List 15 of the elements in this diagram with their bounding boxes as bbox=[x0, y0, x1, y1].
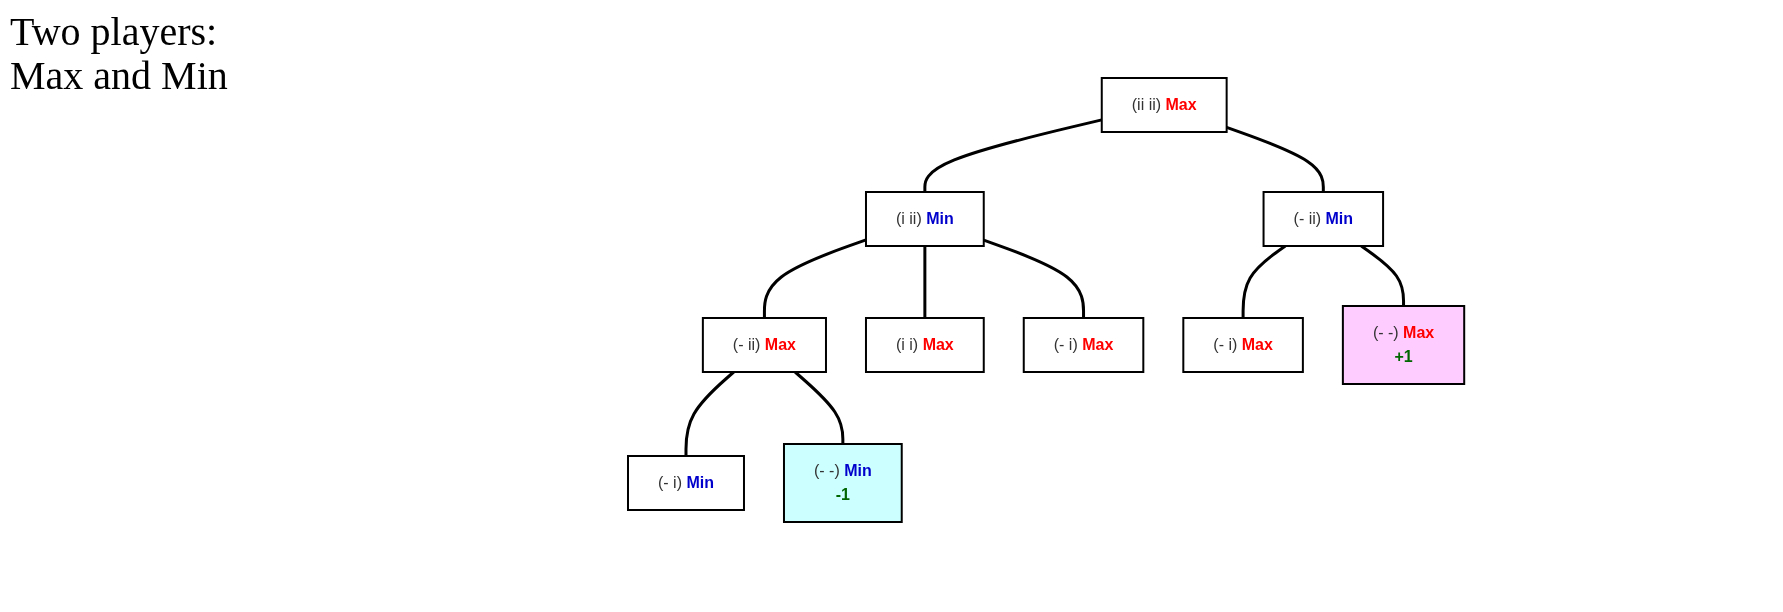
connector bbox=[763, 238, 867, 318]
node-box: (- i) Max bbox=[1023, 317, 1145, 373]
node-box: (- i) Min bbox=[627, 455, 746, 511]
node-box: (- ii) Min bbox=[1262, 191, 1385, 247]
node-box: (- -) Max +1 bbox=[1342, 305, 1466, 385]
node-box: (i ii) Min bbox=[865, 191, 986, 247]
connector bbox=[923, 246, 927, 318]
node-box: (- i) Max bbox=[1182, 317, 1305, 373]
note-text: Max and Min bbox=[10, 54, 229, 98]
node-box: (- ii) Max bbox=[702, 317, 828, 373]
note-text: Two players: bbox=[10, 10, 219, 54]
node-box: (i i) Max bbox=[865, 317, 986, 373]
node-box: (ii ii) Max bbox=[1101, 77, 1229, 133]
node-box: (- -) Min -1 bbox=[783, 443, 904, 523]
connector bbox=[923, 118, 1103, 192]
